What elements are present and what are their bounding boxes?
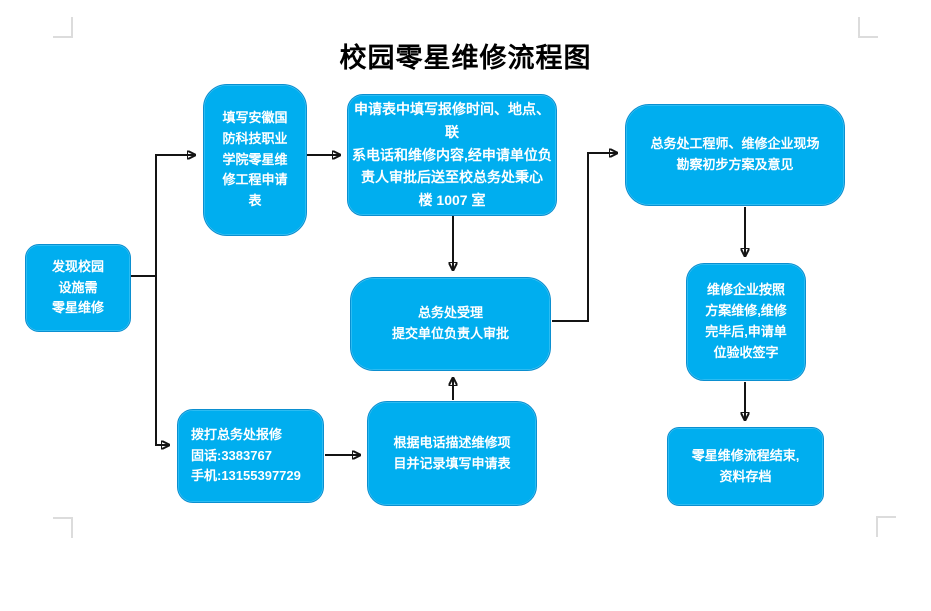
node-phone-report[interactable]: 拨打总务处报修 固话:3383767 手机:13155397729 [177, 409, 324, 503]
arrow-discover-to-fill-form[interactable] [155, 155, 194, 276]
node-label: 填写安徽国 防科技职业 学院零星维 修工程申请 表 [222, 110, 288, 209]
text-boundary-mark-bottom-left [53, 517, 73, 538]
node-label: 拨打总务处报修 固话:3383767 手机:13155397729 [191, 426, 301, 484]
node-label: 申请表中填写报修时间、地点、联 系电话和维修内容,经申请单位负 责人审批后送至校… [352, 101, 552, 208]
node-site-survey[interactable]: 总务处工程师、维修企业现场 勘察初步方案及意见 [625, 104, 845, 206]
node-label: 总务处工程师、维修企业现场 勘察初步方案及意见 [650, 136, 820, 172]
node-label: 维修企业按照 方案维修,维修 完毕后,申请单 位验收签字 [705, 282, 787, 360]
text-boundary-mark-bottom-right [876, 516, 896, 537]
text-boundary-mark-top-left [53, 17, 73, 38]
node-label: 总务处受理 提交单位负责人审批 [391, 305, 509, 341]
node-record-application[interactable]: 根据电话描述维修项 目并记录填写申请表 [367, 401, 537, 506]
node-form-details-submit[interactable]: 申请表中填写报修时间、地点、联 系电话和维修内容,经申请单位负 责人审批后送至校… [347, 94, 557, 216]
node-accept-and-review[interactable]: 总务处受理 提交单位负责人审批 [350, 277, 551, 371]
node-process-end-archive[interactable]: 零星维修流程结束, 资料存档 [667, 427, 824, 506]
node-repair-and-acceptance[interactable]: 维修企业按照 方案维修,维修 完毕后,申请单 位验收签字 [686, 263, 806, 381]
node-label: 发现校园 设施需 零星维修 [51, 258, 104, 316]
node-fill-application-form[interactable]: 填写安徽国 防科技职业 学院零星维 修工程申请 表 [203, 84, 307, 236]
page-title[interactable]: 校园零星维修流程图 [339, 43, 592, 73]
arrow-discover-to-phone-report[interactable] [155, 276, 168, 445]
node-label: 根据电话描述维修项 目并记录填写申请表 [393, 434, 511, 471]
arrow-accept-review-to-site-survey[interactable] [552, 153, 616, 322]
text-boundary-mark-top-right [858, 17, 878, 38]
node-discover-repair-need[interactable]: 发现校园 设施需 零星维修 [25, 244, 131, 332]
node-label: 零星维修流程结束, 资料存档 [691, 447, 800, 484]
